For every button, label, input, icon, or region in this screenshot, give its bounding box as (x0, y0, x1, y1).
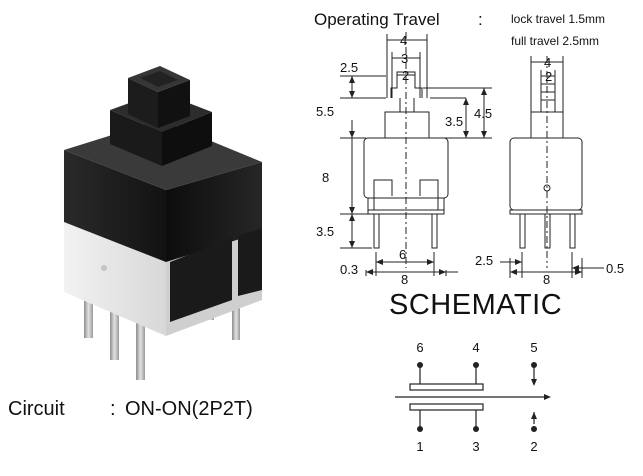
lock-travel-label: lock travel 1.5mm (511, 12, 606, 26)
front-view (340, 32, 492, 276)
dim-side-top-4: 4 (544, 55, 551, 70)
dim-side-bottom-0-5: 0.5 (606, 261, 624, 276)
schematic-pin-1: 1 (416, 439, 423, 454)
dimension-drawing: 4 3 2 2.5 5.5 3.5 4.5 8 3.5 6 8 0.3 4 2 … (316, 32, 624, 287)
circuit-label: Circuit (8, 398, 65, 420)
dim-side-top-2: 2 (545, 69, 552, 84)
dim-front-top-3: 3 (401, 51, 408, 66)
schematic-pin-6: 6 (416, 340, 423, 355)
operating-travel-colon: : (478, 10, 483, 29)
schematic-title: SCHEMATIC (389, 289, 563, 321)
dim-front-bottom-0-3: 0.3 (340, 262, 358, 277)
dim-front-left-8: 8 (322, 170, 329, 185)
side-view (500, 56, 604, 278)
circuit-colon: : (110, 398, 116, 420)
dim-side-bottom-8: 8 (543, 272, 550, 287)
dim-front-right-3-5: 3.5 (445, 114, 463, 129)
schematic-pin-4: 4 (472, 340, 479, 355)
full-travel-label: full travel 2.5mm (511, 34, 600, 48)
schematic-pin-2: 2 (530, 439, 537, 454)
dim-side-bottom-2-5: 2.5 (475, 253, 493, 268)
dim-front-left-2-5: 2.5 (340, 60, 358, 75)
dim-front-left-3-5: 3.5 (316, 224, 334, 239)
dim-front-top-2: 2 (402, 68, 409, 83)
dim-front-right-4-5: 4.5 (474, 106, 492, 121)
schematic-pin-5: 5 (530, 340, 537, 355)
dim-front-bottom-8: 8 (401, 272, 408, 287)
dim-front-bottom-6: 6 (399, 247, 406, 262)
switch-actuator (110, 66, 212, 166)
schematic-pin-3: 3 (472, 439, 479, 454)
dim-front-top-4: 4 (400, 33, 407, 48)
circuit-value: ON-ON(2P2T) (125, 398, 253, 420)
switch-photo (64, 66, 262, 380)
operating-travel-title: Operating Travel (314, 10, 440, 29)
dim-front-left-5-5: 5.5 (316, 104, 334, 119)
